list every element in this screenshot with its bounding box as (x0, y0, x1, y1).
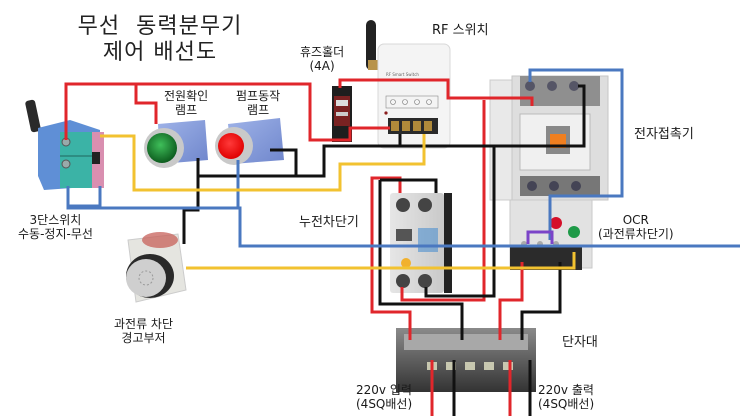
output-label-line-2: (4SQ배선) (538, 396, 595, 411)
pump-lamp-label-line-2: 램프 (247, 102, 270, 117)
label-ocr: OCR (과전류차단기) (598, 213, 674, 242)
wire-red-rf-to-contactor (338, 78, 534, 106)
red-lamp-icon (218, 133, 244, 159)
wire-black-lamps-to-rf (296, 134, 402, 178)
label-elcb: 누전차단기 (299, 215, 359, 230)
blue-wires (66, 68, 740, 248)
output-label-line-1: 220v 출력 (538, 383, 594, 397)
label-fuse-holder: 휴즈홀더 (4A) (300, 45, 345, 74)
switch-label-line-2: 수동-정지-무선 (18, 226, 93, 241)
fuse-holder (332, 86, 352, 142)
pump-lamp (215, 118, 284, 165)
fuse-label-line-1: 휴즈홀더 (300, 45, 345, 59)
title-line-1: 무선 동력분무기 (77, 14, 243, 39)
buzzer-label-line-1: 과전류 차단 (114, 317, 174, 331)
wire-blue-to-ocr (66, 206, 740, 248)
elcb (390, 193, 452, 293)
diagram-title: 무선 동력분무기 제어 배선도 (60, 14, 260, 66)
wire-red-ocr-out (498, 262, 524, 340)
wire-purple-ocr-jumper (526, 230, 554, 244)
black-wires (182, 84, 586, 416)
buzzer-label-line-2: 경고부저 (121, 330, 166, 345)
power-lamp-label-line-2: 램프 (175, 102, 198, 117)
label-output: 220v 출력 (4SQ배선) (538, 383, 595, 412)
wires (64, 68, 740, 416)
terminal-block (396, 328, 536, 392)
wire-black-rf-to-coil (400, 84, 586, 148)
rf-switch: RF Smart Switch (366, 20, 451, 149)
yellow-wires (100, 134, 576, 270)
label-rf-switch: RF 스위치 (432, 23, 489, 38)
title-line-2: 제어 배선도 (102, 40, 218, 65)
label-contactor: 전자접촉기 (634, 127, 694, 142)
wire-blue-switch (66, 186, 102, 208)
label-pump-lamp: 펌프동작 램프 (236, 89, 281, 118)
wire-blue-contactor-loop (528, 68, 624, 240)
input-label-line-1: 220v 입력 (356, 383, 412, 397)
wire-yellow-switch-to-rf (100, 134, 426, 192)
label-input: 220v 입력 (4SQ배선) (356, 383, 413, 412)
wire-yellow-buzzer-to-ocr (186, 252, 576, 270)
wire-black-buzzer (182, 176, 200, 244)
speaker-icon (138, 270, 154, 286)
antenna-icon (366, 20, 376, 70)
label-selector-switch: 3단스위치 수동-정지-무선 (18, 213, 93, 242)
wire-red-elcb-to-contactor (400, 100, 486, 302)
buzzer (126, 232, 187, 303)
wire-red-lamp (134, 84, 158, 124)
fuse-label-line-2: (4A) (309, 58, 335, 73)
wire-black-elcb-to-contactor (424, 146, 496, 298)
magnetic-contactor (489, 75, 609, 201)
power-lamp-label-line-1: 전원확인 (164, 89, 209, 103)
switch-handle-icon (25, 99, 41, 133)
wire-black-elcb-in (378, 180, 464, 340)
ocr-label-line-1: OCR (622, 213, 649, 227)
wire-red-switch-to-fuse (64, 82, 390, 142)
pump-lamp-label-line-1: 펌프동작 (236, 89, 281, 103)
switch-label-line-1: 3단스위치 (29, 213, 82, 227)
input-label-line-2: (4SQ배선) (356, 396, 413, 411)
wire-black-ocr-out (520, 262, 562, 340)
label-terminal-block: 단자대 (562, 335, 598, 350)
label-power-lamp: 전원확인 램프 (164, 89, 209, 118)
selector-switch (25, 99, 104, 190)
label-buzzer: 과전류 차단 경고부저 (114, 317, 174, 346)
ocr-label-line-2: (과전류차단기) (598, 226, 674, 241)
wire-black-elcb-top (380, 178, 438, 193)
rf-panel-text: RF Smart Switch (386, 72, 419, 77)
green-lamp-icon (147, 133, 177, 163)
power-lamp (144, 120, 208, 168)
